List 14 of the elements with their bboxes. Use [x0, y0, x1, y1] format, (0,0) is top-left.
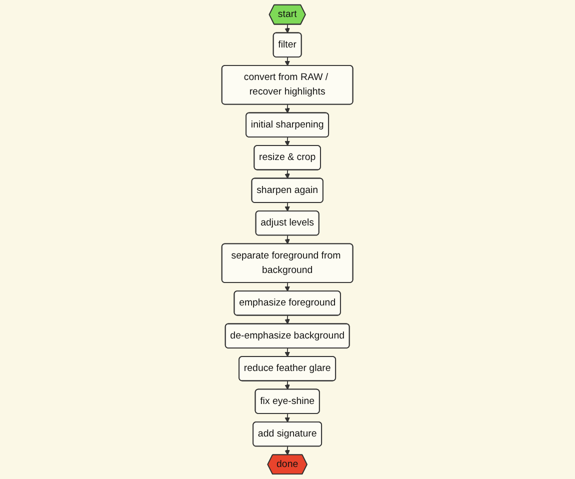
arrow: [284, 380, 290, 390]
arrow: [284, 56, 290, 66]
arrow: [284, 446, 290, 456]
arrow: [284, 315, 290, 324]
arrow: [284, 235, 290, 244]
arrow: [284, 24, 290, 34]
arrow: [284, 282, 290, 292]
arrow: [284, 104, 290, 114]
flowchart: start filter convert from RAW / recover highlights initial sharpening resize & crop sharpen again adjust levels separate foreground from background emphasize foreground de-emphasize background reduce feather glare fix eye-shine add signature done: [217, 0, 358, 479]
arrow: [284, 348, 290, 358]
arrow: [284, 413, 290, 423]
arrow: [284, 202, 290, 212]
arrow: [284, 136, 290, 146]
arrow: [284, 170, 290, 179]
